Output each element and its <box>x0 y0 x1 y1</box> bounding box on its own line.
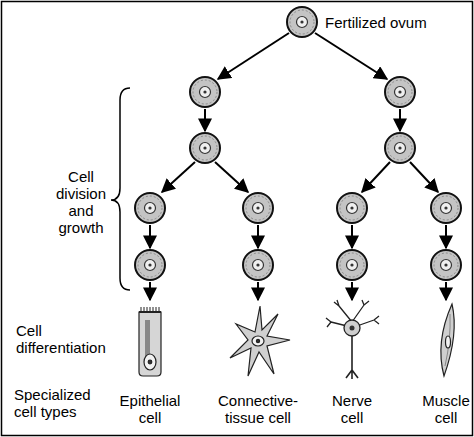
cell-label: Muscle cell <box>419 392 473 426</box>
cell-drawing <box>212 300 304 380</box>
specialized-cell-node: Epithelial cell <box>110 300 190 432</box>
specialized-cell-node: Connective-tissue cell <box>212 300 304 432</box>
cell-label: Fertilized ovum <box>325 14 465 31</box>
row-label: Specialized cell types <box>14 386 114 420</box>
stage-label: Cell differentiation <box>16 322 122 356</box>
cell-drawing <box>285 3 321 43</box>
cell-drawing <box>419 300 473 380</box>
bracket <box>111 88 130 290</box>
cell-drawing <box>110 300 190 380</box>
cell-label: Connective-tissue cell <box>213 392 303 426</box>
cell-label: Nerve cell <box>324 392 380 426</box>
dividing-cells <box>135 77 461 280</box>
stage-label: Cell division and growth <box>48 168 114 236</box>
cell-drawing <box>317 300 387 380</box>
cell-label: Epithelial cell <box>114 392 186 426</box>
ovum-node: Fertilized ovum <box>285 3 470 43</box>
specialized-cell-node: Muscle cell <box>419 300 473 432</box>
division-arrows <box>150 33 446 300</box>
specialized-cell-node: Nerve cell <box>317 300 387 432</box>
